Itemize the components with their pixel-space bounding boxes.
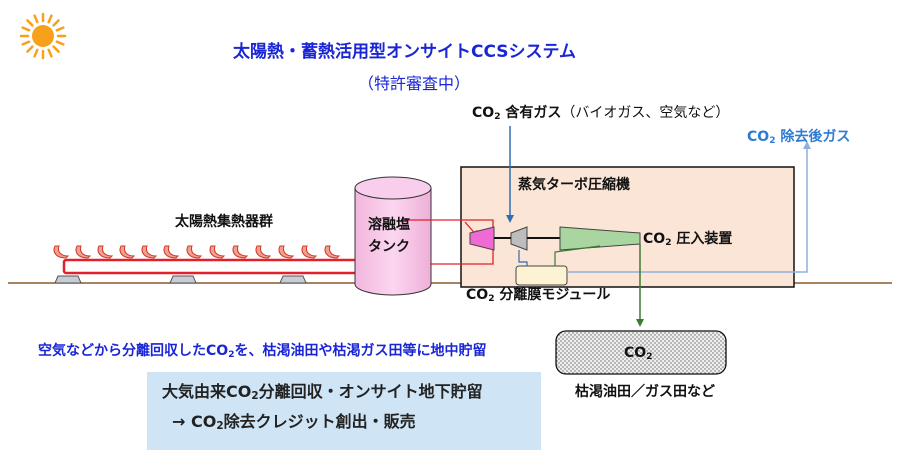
membrane-feed-arrow — [518, 250, 528, 266]
output-gas-arrow — [567, 141, 811, 273]
summary-box — [147, 372, 541, 450]
collector-label: 太陽熱集熱器群 — [175, 214, 273, 230]
membrane-module-icon — [515, 265, 568, 286]
compressor-stage-icon — [510, 226, 528, 251]
collector-mirror — [119, 245, 136, 259]
storage-statement: 空気などから分離回収したCO2を、枯渇油田や枯渇ガス田等に地中貯留 — [38, 343, 487, 360]
molten-salt-tank-icon — [354, 176, 432, 296]
tank-label-line2: タンク — [368, 239, 410, 255]
collector-mirror — [232, 245, 249, 259]
collector-mirror — [301, 245, 318, 259]
summary-line2: → CO2除去クレジット創出・販売 — [172, 412, 416, 433]
steam-turbine-icon — [469, 226, 495, 251]
compressor-label: CO2 圧入装置 — [643, 231, 733, 248]
co2-compress-line — [554, 245, 601, 266]
input-gas-label: CO2 含有ガス（バイオガス、空気など） — [472, 105, 730, 122]
output-gas-label: CO2 除去後ガス — [747, 129, 851, 146]
reservoir-label: 枯渇油田／ガス田など — [575, 384, 715, 400]
reservoir-co2-label: CO2 — [624, 345, 653, 362]
collector-mirror — [324, 245, 341, 259]
collector-mirror — [186, 245, 203, 259]
collector-supports — [54, 275, 307, 284]
collector-mirror — [75, 245, 92, 259]
membrane-label: CO2 分離膜モジュール — [466, 287, 611, 304]
collector-mirror — [278, 245, 295, 259]
collector-mirror — [163, 245, 180, 259]
collector-mirror — [97, 245, 114, 259]
summary-line1: 大気由来CO2分離回収・オンサイト地下貯留 — [162, 382, 483, 403]
collector-mirror — [141, 245, 158, 259]
diagram-subtitle: （特許審査中） — [358, 74, 471, 93]
solar-collector-icon — [53, 245, 341, 259]
collector-mirror — [209, 245, 226, 259]
diagram-title: 太陽熱・蓄熱活用型オンサイトCCSシステム — [233, 42, 577, 62]
reservoir-icon — [555, 330, 727, 375]
collector-mirror — [53, 245, 70, 259]
tank-label-line1: 溶融塩 — [368, 217, 410, 233]
turbine-label: 蒸気ターボ圧縮機 — [518, 177, 630, 193]
sun-icon — [19, 12, 67, 60]
collector-mirror — [255, 245, 272, 259]
